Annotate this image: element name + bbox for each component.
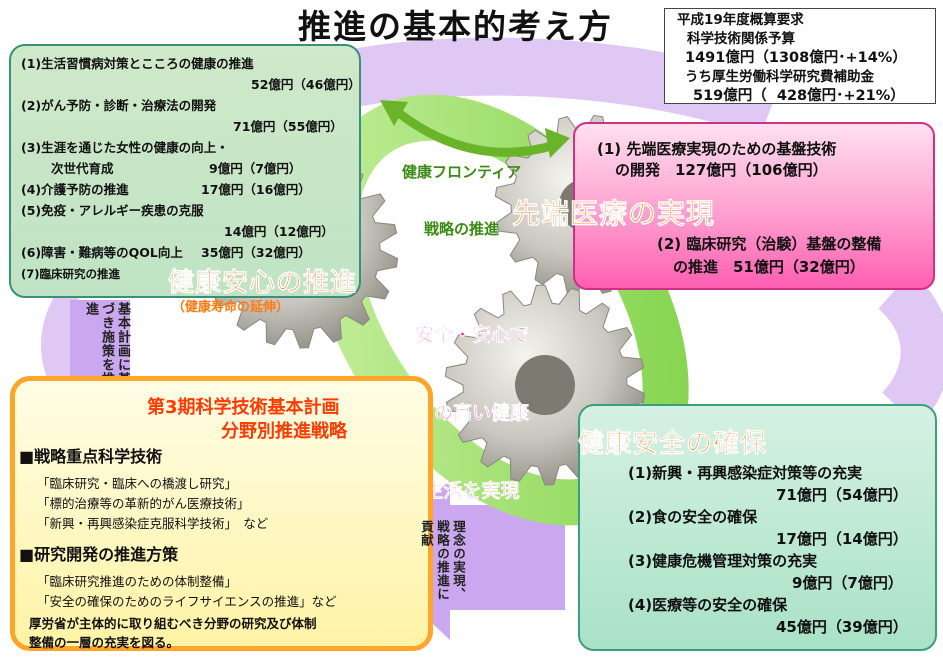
frontier-line-2: 戦略の推進 [424, 220, 500, 238]
health-item-5: (5)免疫・アレルギー疾患の克服 [21, 203, 204, 218]
health-item-4: (4)介護予防の推進 [21, 182, 129, 197]
health-item-3-budget: 9億円（7億円） [209, 161, 302, 176]
plan-section-2: ■研究開発の推進方策 [19, 545, 179, 564]
center-line-1: 安全・安心で [415, 324, 530, 347]
health-item-3: (3)生涯を通じた女性の健康の向上・ [21, 140, 229, 155]
plan-footer-1: 厚労省が主体的に取り組むべき分野の研究及び体制 [29, 616, 317, 631]
health-item-1-budget: 52億円（46億円） [251, 77, 361, 92]
safety-gear-title: 健康安全の確保 [578, 429, 768, 460]
health-item-7: (7)臨床研究の推進 [21, 267, 121, 281]
health-item-3-cont: 次世代育成 [51, 161, 114, 176]
advanced-medicine-panel: (1) 先端医療実現のための基盤技術 の開発 127億円（106億円） (2) … [573, 122, 935, 290]
plan-sec1-item-2: 「標的治療等の革新的がん医療技術」 [37, 496, 250, 511]
safety-item-3-budget: 9億円（7億円） [792, 574, 903, 592]
page-title: 推進の基本的考え方 [298, 7, 613, 46]
plan-panel: 第3期科学技術基本計画 分野別推進戦略 ■戦略重点科学技術 「臨床研究・臨床への… [10, 376, 433, 651]
plan-sec1-item-1: 「臨床研究・臨床への橋渡し研究」 [37, 476, 238, 491]
budget-total: 1491億円（1308億円･+14%） [685, 50, 907, 66]
advanced-gear-title: 先端医療の実現 [512, 197, 716, 231]
safety-item-1-budget: 71億円（54億円） [776, 486, 908, 504]
health-item-2-budget: 71億円（55億円） [233, 119, 343, 134]
plan-sec1-item-3: 「新興・再興感染症克服科学技術」 など [37, 516, 269, 531]
center-line-2: 質の高い健康 [415, 402, 530, 425]
health-item-5-budget: 14億円（12億円） [224, 224, 334, 239]
health-item-6-budget: 35億円（32億円） [201, 245, 311, 260]
adv-item-2: (2) 臨床研究（治験）基盤の整備 [657, 235, 882, 253]
health-gear-title: 健康安心の推進 [168, 268, 358, 299]
plan-sec2-item-2: 「安全の確保のためのライフサイエンスの推進」など [37, 594, 337, 609]
plan-title-1: 第3期科学技術基本計画 [147, 397, 340, 418]
health-gear-subtitle: （健康寿命の延伸） [172, 300, 290, 315]
safety-item-2-budget: 17億円（14億円） [776, 530, 908, 548]
budget-sub-total: 519億円（ 428億円･+21%） [693, 88, 905, 104]
plan-title-2: 分野別推進戦略 [221, 421, 347, 442]
adv-item-2-cont: の推進 51億円（32億円） [673, 258, 865, 276]
health-panel: (1)生活習慣病対策とこころの健康の推進 52億円（46億円） (2)がん予防・… [9, 44, 361, 298]
adv-item-1: (1) 先端医療実現のための基盤技術 [597, 140, 837, 158]
safety-item-4: (4)医療等の安全の確保 [628, 596, 788, 614]
plan-footer-2: 整備の一層の充実を図る。 [29, 635, 180, 650]
bottom-arrow-text: 理念の実現、戦略の推進に貢献 [419, 520, 466, 601]
center-message: 安全・安心で 質の高い健康 生活を実現 [415, 270, 530, 530]
frontier-label: 健康フロンティア 戦略の推進 [402, 125, 521, 258]
frontier-line-1: 健康フロンティア [402, 163, 522, 181]
purple-arc-right [877, 271, 943, 428]
safety-item-1: (1)新興・再興感染症対策等の充実 [628, 464, 863, 482]
health-item-1: (1)生活習慣病対策とこころの健康の推進 [21, 56, 254, 71]
budget-category: 科学技術関係予算 [687, 31, 795, 47]
plan-sec2-item-1: 「臨床研究推進のための体制整備」 [37, 574, 238, 589]
budget-year: 平成19年度概算要求 [677, 12, 804, 28]
safety-item-4-budget: 45億円（39億円） [776, 618, 908, 636]
safety-item-3: (3)健康危機管理対策の充実 [628, 552, 818, 570]
gear-bottom-hole [515, 355, 575, 415]
budget-box: 平成19年度概算要求 科学技術関係予算 1491億円（1308億円･+14%） … [664, 8, 936, 104]
center-line-3: 生活を実現 [424, 480, 520, 503]
health-item-6: (6)障害・難病等のQOL向上 [21, 245, 183, 260]
safety-item-2: (2)食の安全の確保 [628, 508, 758, 526]
safety-panel: (1)新興・再興感染症対策等の充実 71億円（54億円） (2)食の安全の確保 … [578, 404, 937, 651]
plan-section-1: ■戦略重点科学技術 [19, 447, 163, 466]
budget-sub-label: うち厚生労働科学研究費補助金 [685, 69, 874, 85]
health-item-4-budget: 17億円（16億円） [201, 182, 311, 197]
frontier-arrow [392, 106, 557, 157]
adv-item-1-cont: の開発 127億円（106億円） [615, 161, 828, 179]
health-item-2: (2)がん予防・診断・治療法の開発 [21, 98, 217, 113]
left-arrow-text: 基本計画に基づき施策を推進 [83, 302, 130, 386]
